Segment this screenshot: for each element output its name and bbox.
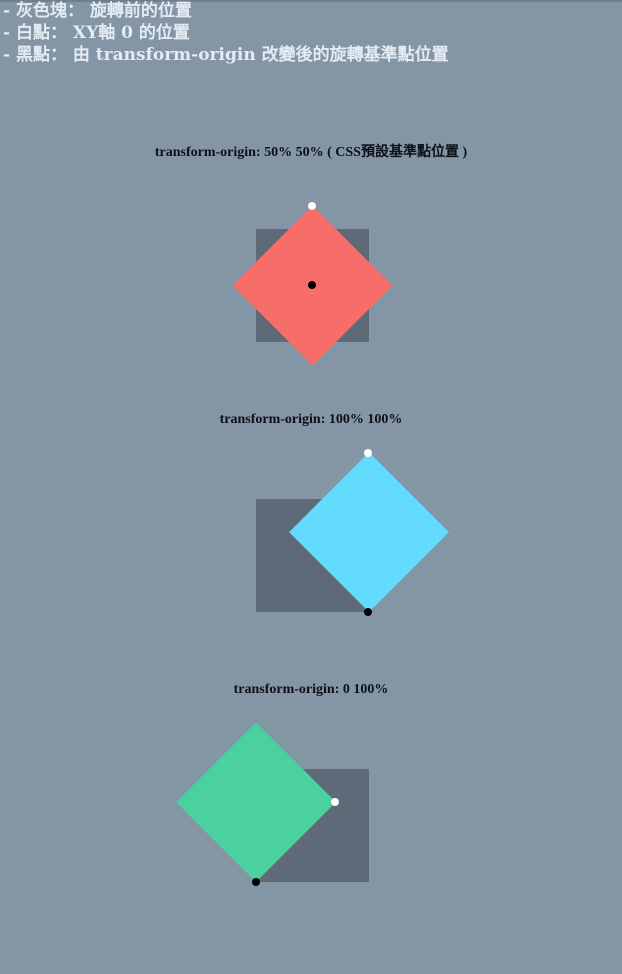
demo-1-white-dot [308,202,316,210]
demo-2-white-dot [364,449,372,457]
demo-1-caption: transform-origin: 50% 50% ( CSS預設基準點位置 ) [154,145,468,160]
demo-2-caption: transform-origin: 100% 100% [219,412,403,427]
demo-3-caption: transform-origin: 0 100% [233,682,389,697]
window-top-border [0,0,622,2]
legend-black-dot: - 黑點： 由 transform-origin 改變後的旋轉基準點位置 [3,45,449,65]
demo-3-white-dot [331,798,339,806]
legend: - 灰色塊： 旋轉前的位置 - 白點： XY軸 0 的位置 - 黑點： 由 tr… [3,0,449,66]
legend-white-dot: - 白點： XY軸 0 的位置 [3,23,190,43]
legend-gray-block: - 灰色塊： 旋轉前的位置 [3,1,192,21]
demo-3-black-dot [252,878,260,886]
demo-1-black-dot [308,281,316,289]
demo-2-black-dot [364,608,372,616]
